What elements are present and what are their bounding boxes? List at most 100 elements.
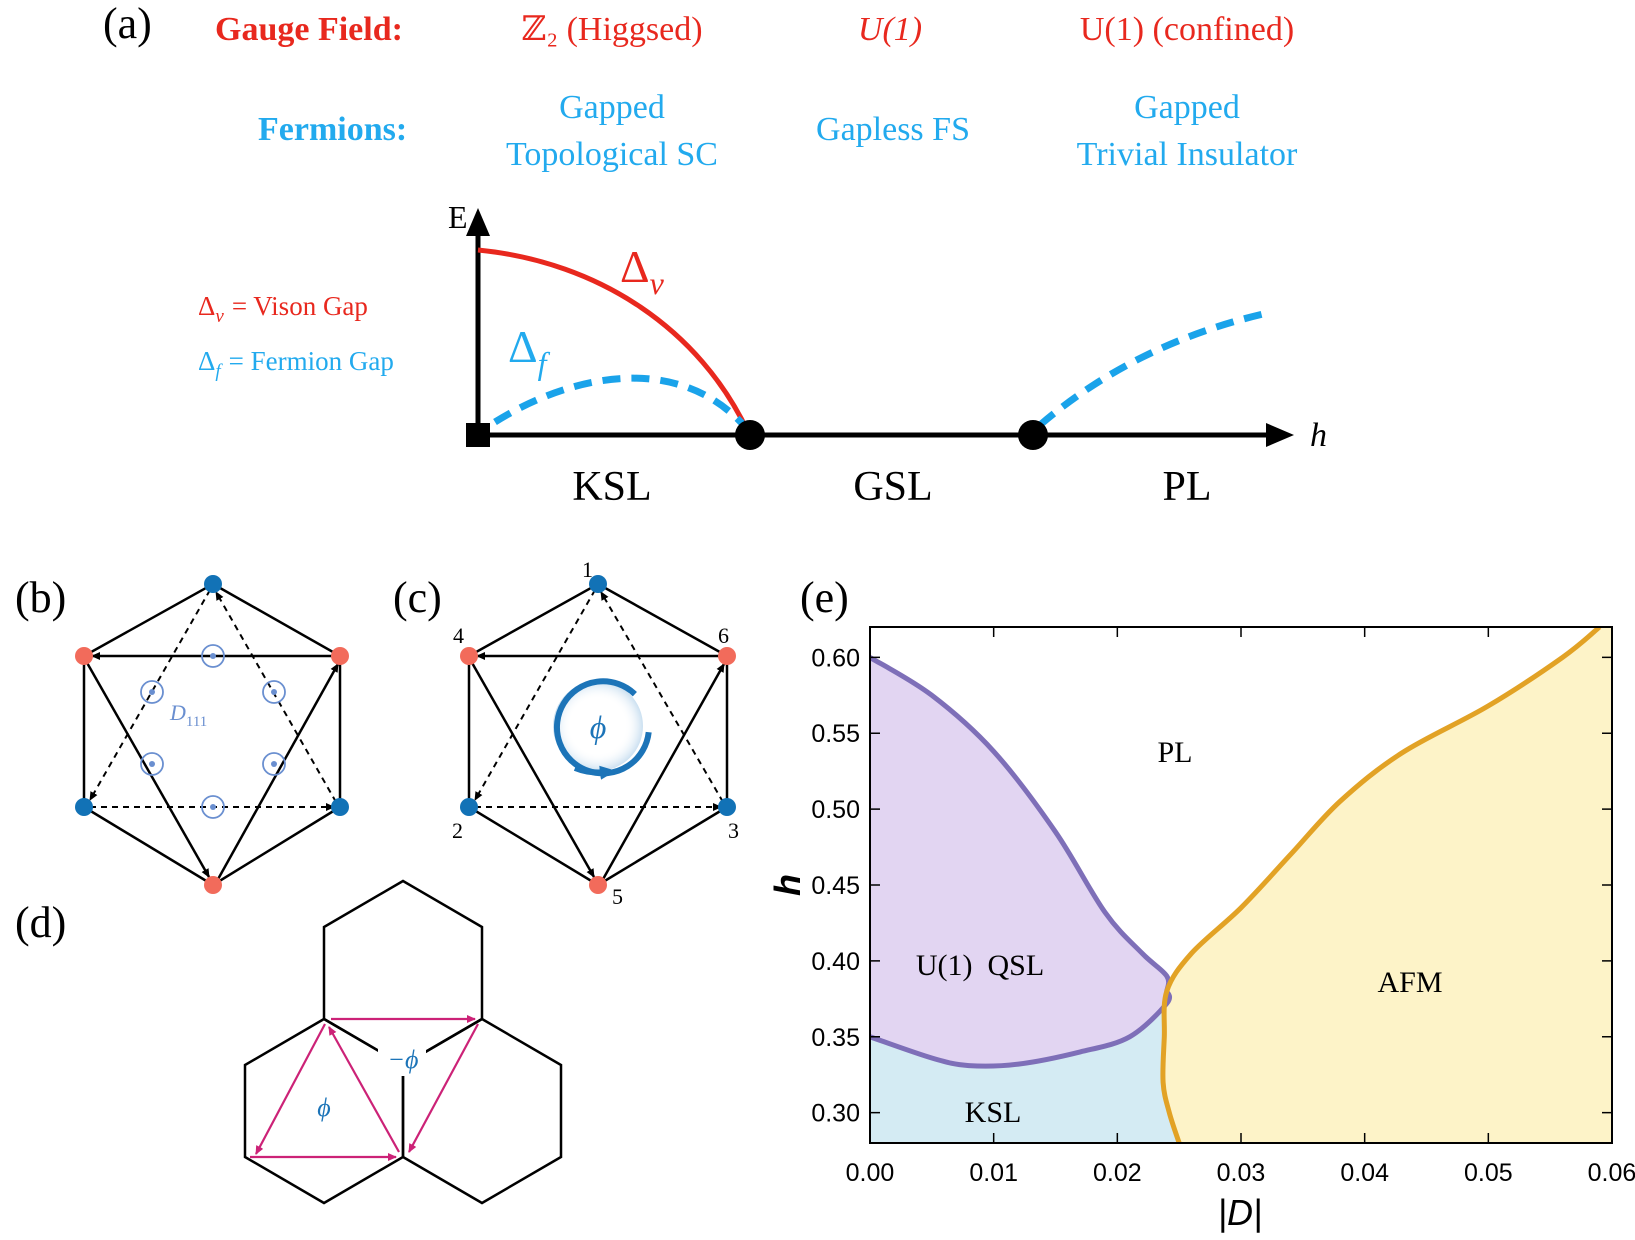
y-tick-label: 0.35 (811, 1024, 860, 1052)
critical-point-2 (1018, 420, 1048, 450)
gauge-value-ksl: ℤ₂ (Higgsed) (521, 11, 702, 48)
site-3 (718, 798, 736, 816)
fermion-gap-curve-ksl (493, 374, 751, 433)
flux-arrow-tail (573, 765, 616, 780)
fermion-ksl-line2: Topological SC (506, 136, 718, 173)
flux-arrow-icon (553, 678, 652, 777)
panel-label-a: (a) (103, 0, 152, 48)
hop-arrow (408, 1023, 479, 1153)
y-axis-label: h (767, 874, 808, 896)
y-tick-label: 0.60 (811, 644, 860, 672)
x-tick-label: 0.03 (1217, 1159, 1266, 1187)
bond-b-b3-b1 (215, 591, 337, 803)
x-axis-label: |D| (1218, 1192, 1263, 1233)
field-axis-label: h (1310, 417, 1327, 454)
panel-c: (c) ϕ 1 2 3 4 5 6 (393, 557, 739, 909)
panel-label-c: (c) (393, 573, 442, 622)
site-blue (204, 575, 222, 593)
hexagon-right (401, 1017, 563, 1205)
phase-pl: PL (1162, 464, 1211, 510)
hop-arrow (328, 1026, 400, 1153)
dm-vector-dots (149, 653, 277, 810)
y-tick-label: 0.55 (811, 720, 860, 748)
panel-a: (a) Gauge Field: ℤ₂ (Higgsed) U(1) U(1) … (103, 0, 1327, 510)
origin-marker (466, 423, 490, 447)
panel-label-b: (b) (15, 573, 66, 622)
x-tick-label: 0.04 (1340, 1159, 1389, 1187)
flux-label-outer: −ϕ (387, 1045, 418, 1074)
bond-c-1-2 (474, 589, 596, 801)
boundary-afm (1160, 627, 1602, 1143)
dm-vector-icon (262, 752, 286, 776)
fermion-ksl-line1: Gapped (559, 89, 665, 126)
site-label-6: 6 (718, 623, 729, 648)
fermion-gap-label: Δf (508, 321, 551, 381)
x-tick-label: 0.02 (1093, 1159, 1142, 1187)
site-label-2: 2 (452, 818, 463, 843)
bond-c-5-6 (600, 663, 726, 882)
site-1 (589, 575, 607, 593)
y-tick-label: 0.30 (811, 1100, 860, 1128)
phase-regions (870, 627, 1612, 1143)
bond-b-r3-r1 (215, 663, 340, 882)
flux-label-inner: ϕ (317, 1093, 330, 1122)
flux-label-c: ϕ (590, 709, 607, 745)
dm-vector-icon (140, 680, 164, 704)
fermion-pl-line2: Trivial Insulator (1077, 136, 1298, 173)
y-tick-label: 0.40 (811, 948, 860, 976)
flux-label-bg (378, 1044, 426, 1076)
site-label-4: 4 (453, 623, 464, 648)
hexagon-top (322, 879, 484, 1067)
vison-gap-curve (477, 247, 751, 434)
site-label-5: 5 (612, 884, 623, 909)
gauge-value-gsl: U(1) (858, 11, 922, 48)
bond-c-4-5 (469, 660, 596, 878)
site-label-3: 3 (728, 818, 739, 843)
dm-vector-markers (140, 644, 286, 819)
phase-gsl: GSL (853, 464, 932, 510)
critical-point-1 (735, 420, 765, 450)
y-tick-label: 0.50 (811, 796, 860, 824)
legend-vison: Δv= Vison Gap (198, 291, 368, 327)
fermion-gsl-line1: Gapless FS (816, 111, 970, 148)
gauge-value-pl: U(1) (confined) (1080, 11, 1294, 48)
fermions-label: Fermions: (258, 111, 407, 148)
phase-boundaries (870, 627, 1602, 1143)
site-red (331, 647, 349, 665)
legend-fermion: Δf= Fermion Gap (198, 346, 394, 382)
region-afm-fill (1162, 627, 1612, 1143)
site-blue (75, 798, 93, 816)
panel-label-d: (d) (15, 898, 66, 947)
flux-halo (553, 681, 643, 771)
site-label-1: 1 (582, 557, 593, 582)
x-tick-label: 0.05 (1464, 1159, 1513, 1187)
site-blue (331, 798, 349, 816)
site-4 (460, 647, 478, 665)
region-qsl-fill (870, 657, 1170, 1067)
boundary-qsl-upper (870, 655, 1172, 992)
region-afm: AFM (1377, 966, 1442, 999)
panel-label-e: (e) (800, 573, 849, 622)
region-qsl: U(1) QSL (916, 949, 1044, 982)
dm-vector-label: D111 (169, 700, 207, 730)
x-tick-label: 0.06 (1588, 1159, 1635, 1187)
dm-vector-icon (201, 644, 225, 668)
dm-vector-icon (140, 752, 164, 776)
dm-vector-icon (201, 795, 225, 819)
panel-b: (b) D111 (15, 573, 349, 894)
site-5 (589, 876, 607, 894)
gauge-field-label: Gauge Field: (215, 11, 403, 48)
bond-c-3-1 (600, 591, 724, 803)
site-2 (460, 798, 478, 816)
panel-d: (d) ϕ −ϕ (15, 879, 563, 1205)
bond-b-b1-b2 (89, 589, 211, 801)
region-ksl-fill (870, 991, 1180, 1143)
x-tick-label: 0.00 (846, 1159, 895, 1187)
energy-axis-label: E (448, 199, 468, 235)
fermion-pl-line1: Gapped (1134, 89, 1240, 126)
y-tick-label: 0.45 (811, 872, 860, 900)
hop-arrow (255, 1023, 326, 1155)
